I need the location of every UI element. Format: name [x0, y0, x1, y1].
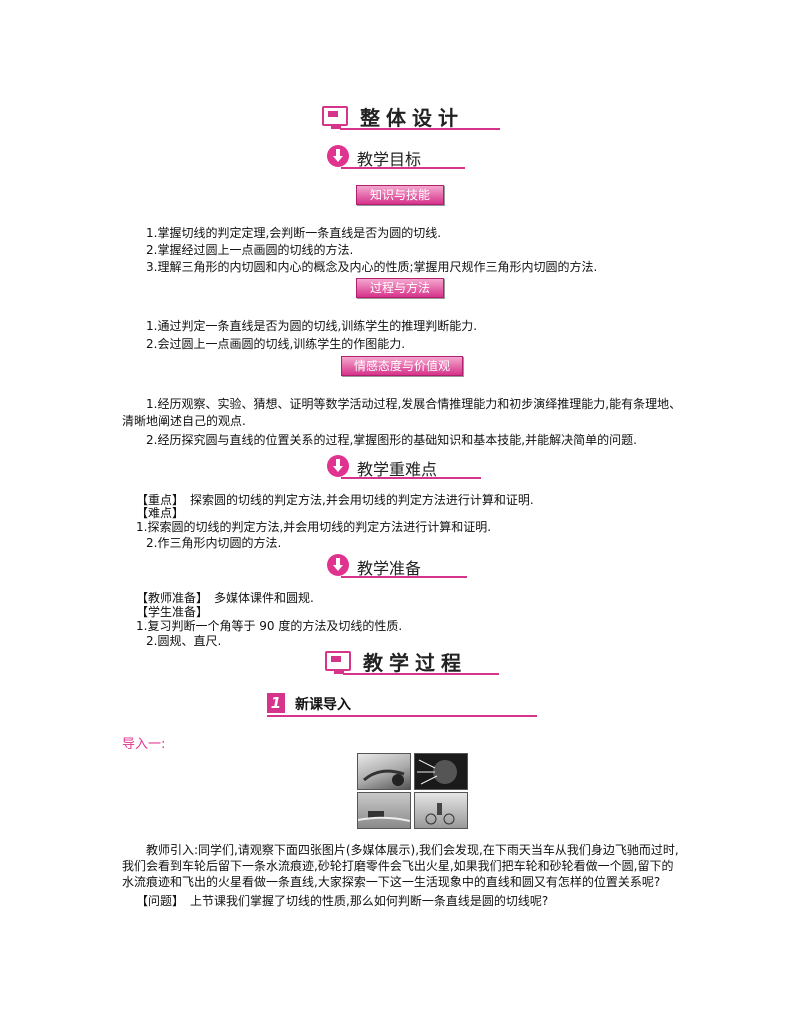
part-heading-new-lesson-intro: 1 新课导入 [267, 693, 537, 719]
photo-car-splash [357, 753, 411, 790]
emotion-item-2: 2.经历探究圆与直线的位置关系的过程,掌握图形的基础知识和基本技能,并能解决简单… [146, 433, 637, 447]
knowledge-item-1: 1.掌握切线的判定定理,会判断一条直线是否为圆的切线. [146, 226, 442, 240]
knowledge-item-3: 3.理解三角形的内切圆和内心的概念及内心的性质;掌握用尺规作三角形内切圆的方法. [146, 260, 598, 274]
part-number: 1 [267, 693, 285, 713]
difficult-point-2: 2.作三角形内切圆的方法. [146, 536, 282, 550]
part-title: 新课导入 [295, 697, 351, 713]
key-point: 【重点】 探索圆的切线的判定方法,并会用切线的判定方法进行计算和证明. [136, 493, 534, 507]
down-arrow-icon [327, 455, 349, 477]
intro-label: 导入一: [122, 737, 166, 752]
flooded-road-image [358, 811, 410, 822]
subheading-teaching-preparation: 教学准备 [327, 554, 477, 584]
tag-process-methods: 过程与方法 [356, 278, 444, 298]
student-preparation-1: 1.复习判断一个角等于 90 度的方法及切线的性质. [136, 619, 403, 633]
section-title: 教学过程 [363, 651, 467, 675]
section-heading-teaching-process: 教学过程 [325, 647, 505, 679]
process-item-1: 1.通过判定一条直线是否为圆的切线,训练学生的推理判断能力. [146, 319, 478, 333]
photo-cyclists [414, 792, 468, 829]
tag-knowledge-skills: 知识与技能 [356, 185, 444, 205]
down-arrow-icon [327, 145, 349, 167]
heading-underline [343, 673, 499, 675]
emotion-item-1b: 清晰地阐述自己的观点. [122, 414, 246, 428]
cyclists-image [425, 803, 455, 825]
subheading-title: 教学准备 [357, 559, 422, 578]
teacher-preparation: 【教师准备】 多媒体课件和圆规. [136, 591, 314, 605]
knowledge-item-2: 2.掌握经过圆上一点画圆的切线的方法. [146, 243, 354, 257]
heading-underline [341, 167, 465, 169]
student-preparation-label: 【学生准备】 [136, 605, 209, 619]
monitor-icon [325, 651, 351, 674]
heading-underline [267, 715, 537, 717]
sparks-image [417, 759, 457, 785]
intro-text-3: 水流痕迹和飞出的火星看做一条直线,大家探索一下这一生活现象中的直线和圆又有怎样的… [122, 875, 661, 889]
intro-text-2: 我们会看到车轮后留下一条水流痕迹,砂轮打磨零件会飞出火星,如果我们把车轮和砂轮看… [122, 859, 674, 873]
difficult-point-label: 【难点】 [136, 506, 185, 520]
process-item-2: 2.会过圆上一点画圆的切线,训练学生的作图能力. [146, 337, 406, 351]
emotion-item-1a: 1.经历观察、实验、猜想、证明等数学活动过程,发展合情推理能力和初步演绎推理能力… [146, 397, 682, 411]
down-arrow-icon [327, 554, 349, 576]
monitor-icon [322, 106, 348, 129]
section-heading-overall-design: 整体设计 [322, 102, 502, 134]
car-splash-image [363, 769, 405, 786]
student-preparation-2: 2.圆规、直尺. [146, 634, 222, 648]
photo-flooded-road [357, 792, 411, 829]
intro-text-1: 教师引入:同学们,请观察下面四张图片(多媒体展示),我们会发现,在下雨天当车从我… [146, 843, 679, 857]
heading-underline [340, 128, 500, 130]
photo-grinding-sparks [414, 753, 468, 790]
intro-question: 【问题】 上节课我们掌握了切线的性质,那么如何判断一条直线是圆的切线呢? [136, 894, 549, 908]
subheading-title: 教学重难点 [357, 460, 438, 479]
subheading-teaching-goals: 教学目标 [327, 145, 477, 175]
difficult-point-1: 1.探索圆的切线的判定方法,并会用切线的判定方法进行计算和证明. [136, 520, 492, 534]
heading-underline [341, 477, 481, 479]
heading-underline [341, 576, 467, 578]
subheading-key-difficult-points: 教学重难点 [327, 455, 487, 485]
subheading-title: 教学目标 [357, 150, 422, 169]
section-title: 整体设计 [360, 106, 464, 130]
tag-emotions-values: 情感态度与价值观 [341, 356, 463, 376]
